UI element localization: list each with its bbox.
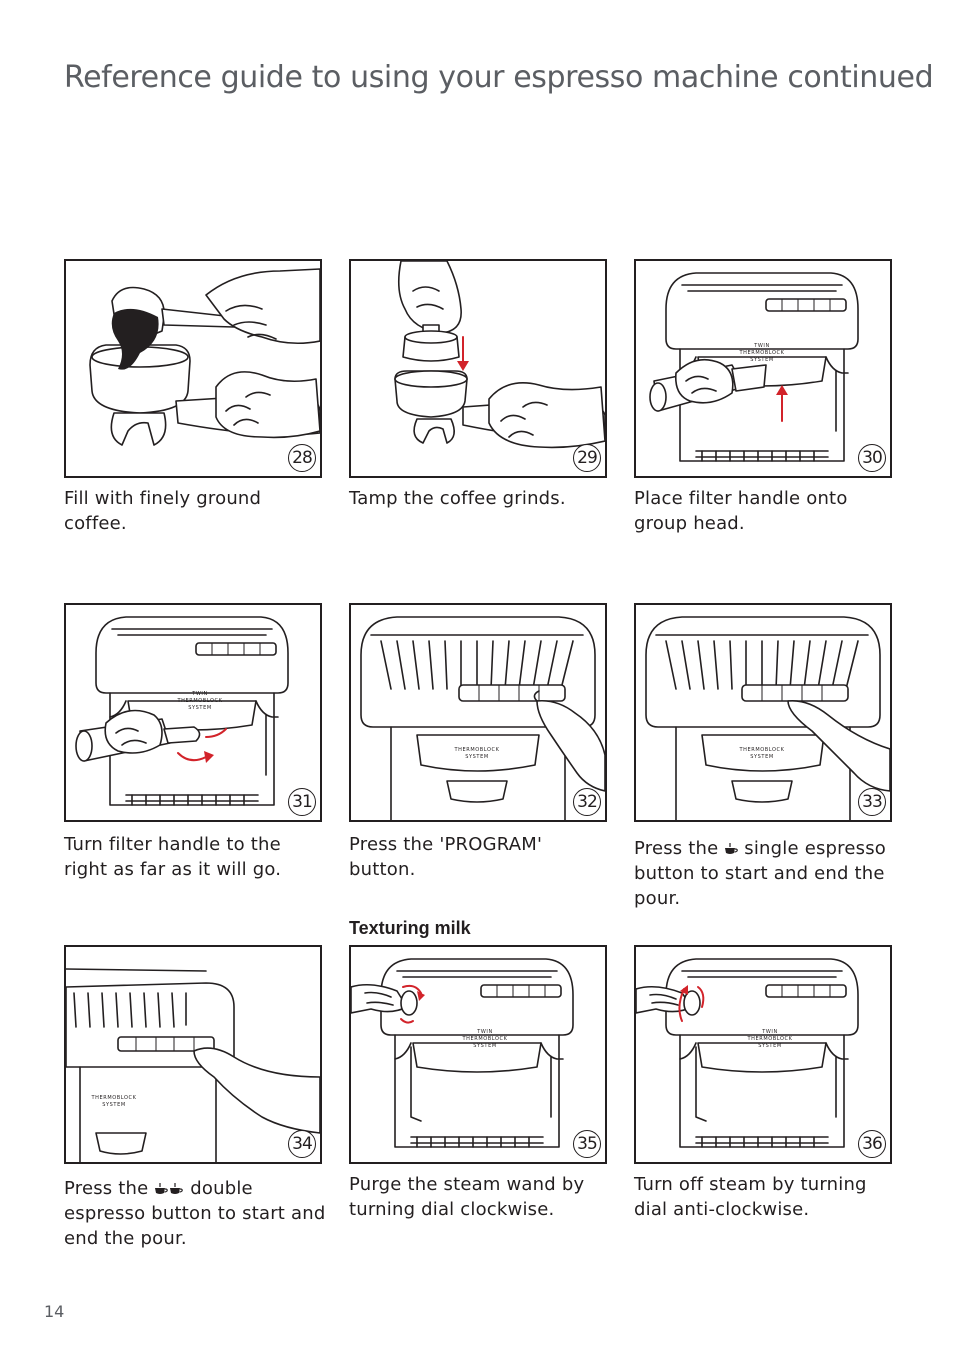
step-36-illustration: TWIN THERMOBLOCK SYSTEM 36 bbox=[634, 945, 892, 1164]
svg-text:SYSTEM: SYSTEM bbox=[102, 1102, 126, 1108]
step-number-badge: 28 bbox=[288, 444, 316, 472]
svg-text:THERMOBLOCK: THERMOBLOCK bbox=[176, 698, 222, 704]
svg-text:THERMOBLOCK: THERMOBLOCK bbox=[738, 350, 784, 356]
svg-text:TWIN: TWIN bbox=[476, 1029, 493, 1035]
svg-text:TWIN: TWIN bbox=[761, 1029, 778, 1035]
single-espresso-cup-icon bbox=[725, 843, 739, 854]
step-number-badge: 35 bbox=[573, 1130, 601, 1158]
caption-text: double espresso button to start and end … bbox=[64, 1178, 326, 1249]
section-heading: Texturing milk bbox=[349, 918, 471, 938]
svg-text:THERMOBLOCK: THERMOBLOCK bbox=[461, 1036, 507, 1042]
svg-text:TWIN: TWIN bbox=[753, 343, 770, 349]
step-number-badge: 33 bbox=[858, 788, 886, 816]
step-32-illustration: THERMOBLOCK SYSTEM 32 bbox=[349, 603, 607, 822]
step-32-caption: Press the 'PROGRAM' button. bbox=[349, 834, 543, 880]
step-33-illustration: THERMOBLOCK SYSTEM 33 bbox=[634, 603, 892, 822]
svg-text:THERMOBLOCK: THERMOBLOCK bbox=[738, 747, 784, 753]
step-number-badge: 32 bbox=[573, 788, 601, 816]
step-28-caption: Fill with finely ground coffee. bbox=[64, 488, 262, 534]
step-number-badge: 36 bbox=[858, 1130, 886, 1158]
step-number-badge: 34 bbox=[288, 1130, 316, 1158]
caption-text: Press the bbox=[64, 1178, 149, 1199]
svg-text:SYSTEM: SYSTEM bbox=[465, 754, 489, 760]
step-35-caption: Purge the steam wand by turning dial clo… bbox=[349, 1174, 585, 1220]
step-number-badge: 31 bbox=[288, 788, 316, 816]
caption-text: single espresso button to start and end … bbox=[634, 838, 887, 909]
step-33-caption: Press the single espresso button to star… bbox=[634, 836, 896, 911]
step-36-caption: Turn off steam by turning dial anti-cloc… bbox=[634, 1174, 867, 1220]
double-espresso-cups-icon bbox=[155, 1183, 184, 1194]
step-31-caption: Turn filter handle to the right as far a… bbox=[64, 834, 282, 880]
svg-text:THERMOBLOCK: THERMOBLOCK bbox=[746, 1036, 792, 1042]
step-34-caption: Press the double espresso button to star… bbox=[64, 1176, 326, 1251]
step-31-illustration: TWIN THERMOBLOCK SYSTEM 31 bbox=[64, 603, 322, 822]
svg-text:SYSTEM: SYSTEM bbox=[750, 357, 774, 363]
svg-text:TWIN: TWIN bbox=[191, 691, 208, 697]
caption-text: Press the bbox=[634, 838, 719, 859]
step-35-illustration: TWIN THERMOBLOCK SYSTEM 35 bbox=[349, 945, 607, 1164]
step-29-caption: Tamp the coffee grinds. bbox=[349, 488, 566, 509]
page-number: 14 bbox=[44, 1302, 65, 1321]
svg-text:SYSTEM: SYSTEM bbox=[188, 705, 212, 711]
svg-text:SYSTEM: SYSTEM bbox=[473, 1043, 497, 1049]
step-29-illustration: 29 bbox=[349, 259, 607, 478]
page-title: Reference guide to using your espresso m… bbox=[64, 60, 934, 95]
step-30-caption: Place filter handle onto group head. bbox=[634, 488, 848, 534]
svg-text:SYSTEM: SYSTEM bbox=[750, 754, 774, 760]
step-34-illustration: THERMOBLOCK SYSTEM 34 bbox=[64, 945, 322, 1164]
step-number-badge: 30 bbox=[858, 444, 886, 472]
svg-text:THERMOBLOCK: THERMOBLOCK bbox=[90, 1095, 136, 1101]
step-30-illustration: TWIN THERMOBLOCK SYSTEM 30 bbox=[634, 259, 892, 478]
step-28-illustration: 28 bbox=[64, 259, 322, 478]
svg-text:THERMOBLOCK: THERMOBLOCK bbox=[453, 747, 499, 753]
step-number-badge: 29 bbox=[573, 444, 601, 472]
svg-text:SYSTEM: SYSTEM bbox=[758, 1043, 782, 1049]
